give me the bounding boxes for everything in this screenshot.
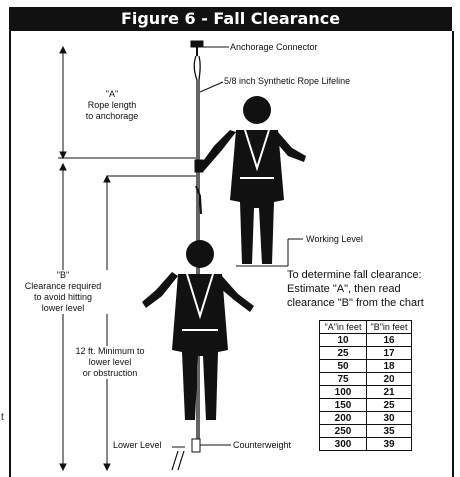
dimension-b bbox=[59, 162, 67, 472]
instructions-line2: Estimate "A", then read bbox=[287, 283, 401, 295]
dimension-b-label: "B" Clearance required to avoid hitting … bbox=[18, 270, 108, 314]
a-label-line2: Rope length bbox=[87, 100, 137, 110]
min-label-line1: 12 ft. Minimum to bbox=[75, 346, 145, 356]
instructions-line3: clearance "B" from the chart bbox=[287, 297, 424, 309]
instructions-text: To determine fall clearance: Estimate "A… bbox=[287, 268, 457, 310]
cell-a-value: 200 bbox=[319, 411, 367, 425]
upper-worker-silhouette bbox=[198, 96, 306, 264]
lower-level-line bbox=[171, 450, 179, 471]
margin-letter: t bbox=[1, 412, 4, 423]
cell-b-value: 25 bbox=[366, 398, 412, 412]
lifeline-rope bbox=[193, 55, 201, 440]
dimension-a bbox=[58, 45, 196, 160]
a-label-line3: to anchorage bbox=[85, 111, 139, 121]
min-label-line2: lower level bbox=[88, 357, 132, 367]
lower-worker-silhouette bbox=[142, 240, 254, 420]
cell-a-value: 50 bbox=[319, 359, 367, 373]
figure-frame bbox=[9, 31, 454, 477]
b-label-line4: lower level bbox=[41, 303, 85, 313]
counterweight-icon bbox=[191, 438, 201, 453]
min-label-line3: or obstruction bbox=[82, 368, 138, 378]
a-label-letter: "A" bbox=[105, 89, 119, 99]
b-label-line3: to avoid hitting bbox=[33, 292, 93, 302]
instructions-line1: To determine fall clearance: bbox=[287, 269, 422, 281]
cell-b-value: 39 bbox=[366, 437, 412, 451]
cell-b-value: 16 bbox=[366, 333, 412, 347]
lifeline-leader bbox=[199, 81, 224, 93]
cell-b-value: 20 bbox=[366, 372, 412, 386]
cell-b-value: 21 bbox=[366, 385, 412, 399]
cell-b-value: 35 bbox=[366, 424, 412, 438]
dimension-a-label: "A" Rope length to anchorage bbox=[72, 89, 152, 122]
column-header-b: "B"in feet bbox=[366, 320, 412, 334]
anchorage-connector-icon bbox=[190, 40, 229, 56]
cell-a-value: 25 bbox=[319, 346, 367, 360]
working-level-label: Working Level bbox=[306, 234, 363, 244]
b-label-line2: Clearance required bbox=[24, 281, 102, 291]
anchorage-connector-label: Anchorage Connector bbox=[230, 42, 318, 52]
b-label-letter: "B" bbox=[56, 270, 70, 280]
dimension-12ft bbox=[103, 174, 196, 472]
minimum-clearance-label: 12 ft. Minimum to lower level or obstruc… bbox=[64, 346, 156, 379]
cell-a-value: 300 bbox=[319, 437, 367, 451]
cell-a-value: 75 bbox=[319, 372, 367, 386]
cell-a-value: 250 bbox=[319, 424, 367, 438]
lifeline-label: 5/8 inch Synthetic Rope Lifeline bbox=[224, 76, 351, 86]
counterweight-label: Counterweight bbox=[233, 440, 292, 450]
figure-title: Figure 6 - Fall Clearance bbox=[9, 7, 452, 31]
lower-level-label: Lower Level bbox=[113, 440, 162, 450]
rope-grab-icon bbox=[195, 185, 202, 215]
cell-a-value: 150 bbox=[319, 398, 367, 412]
cell-b-value: 18 bbox=[366, 359, 412, 373]
cell-a-value: 100 bbox=[319, 385, 367, 399]
cell-b-value: 17 bbox=[366, 346, 412, 360]
cell-b-value: 30 bbox=[366, 411, 412, 425]
column-header-a: "A"in feet bbox=[319, 320, 367, 334]
cell-a-value: 10 bbox=[319, 333, 367, 347]
chart-header-row: "A"in feet "B"in feet bbox=[319, 320, 412, 334]
